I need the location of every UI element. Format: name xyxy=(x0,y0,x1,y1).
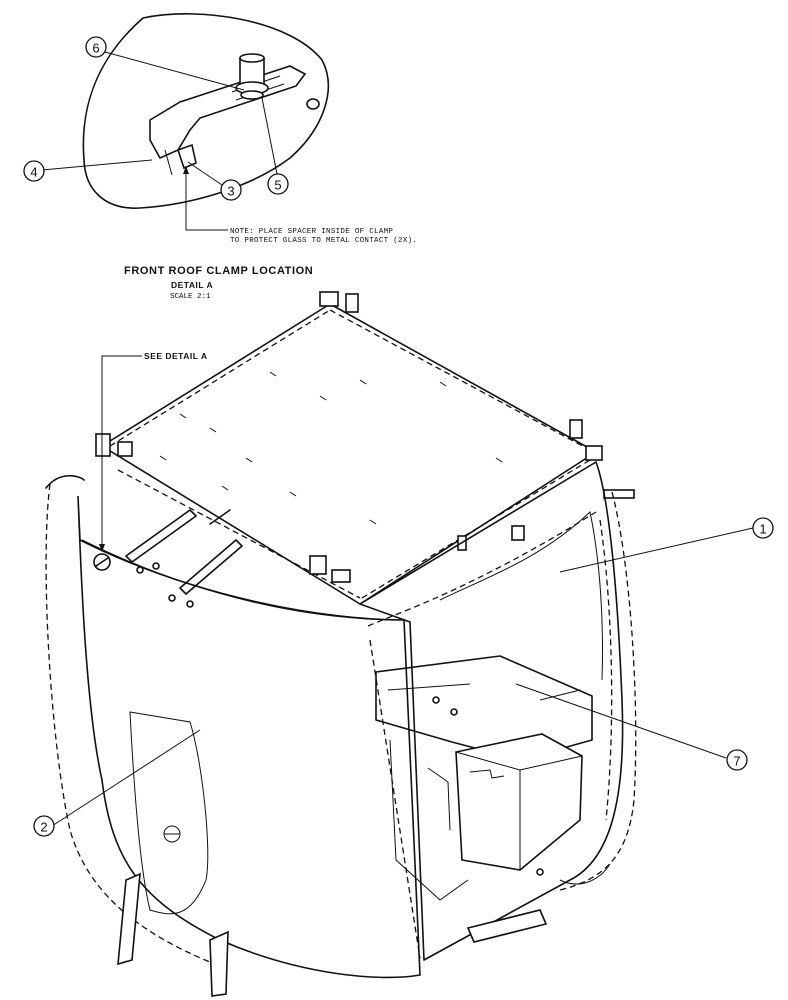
detail-a-view: NOTE: PLACE SPACER INSIDE OF CLAMP TO PR… xyxy=(41,13,417,301)
callout-3: 3 xyxy=(220,179,242,201)
detail-scale: SCALE 2:1 xyxy=(170,293,211,301)
control-box xyxy=(455,733,583,871)
glass-decal xyxy=(129,711,209,915)
callout-7: 7 xyxy=(726,749,748,771)
svg-text:6: 6 xyxy=(92,41,99,56)
svg-text:4: 4 xyxy=(30,165,37,180)
cab-view xyxy=(45,291,637,997)
right-side-glass xyxy=(439,511,603,681)
svg-text:1: 1 xyxy=(759,522,766,537)
left-foot xyxy=(117,872,141,966)
right-door-frame xyxy=(359,461,624,961)
callout-1: 1 xyxy=(752,517,774,539)
clamp-bracket xyxy=(149,65,307,160)
svg-text:7: 7 xyxy=(733,754,740,769)
callout-6: 6 xyxy=(85,36,107,58)
roof-panel xyxy=(101,303,597,605)
center-foot xyxy=(209,930,229,997)
svg-text:3: 3 xyxy=(227,184,234,199)
callout-4: 4 xyxy=(23,160,45,182)
svg-text:5: 5 xyxy=(274,178,281,193)
note-line-1: NOTE: PLACE SPACER INSIDE OF CLAMP xyxy=(230,228,393,236)
spacer xyxy=(176,143,197,170)
see-detail-label: SEE DETAIL A xyxy=(144,351,207,361)
callout-2: 2 xyxy=(33,815,55,837)
svg-text:2: 2 xyxy=(40,820,47,835)
callout-5: 5 xyxy=(267,173,289,195)
detail-label: DETAIL A xyxy=(171,280,213,290)
note-line-2: TO PROTECT GLASS TO METAL CONTACT (2X). xyxy=(230,237,417,245)
detail-title: FRONT ROOF CLAMP LOCATION xyxy=(124,265,313,277)
